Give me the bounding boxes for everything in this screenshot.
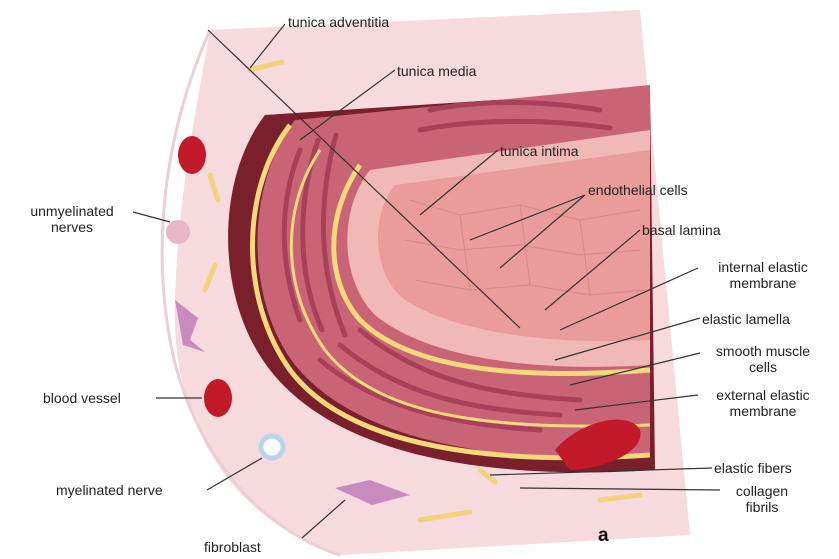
label-internal-elastic-line1: internal elastic <box>700 259 826 275</box>
label-unmyelinated-line1: unmyelinated <box>8 203 136 219</box>
label-basal-lamina: basal lamina <box>642 222 721 238</box>
label-fibroblast: fibroblast <box>204 539 261 555</box>
label-endothelial-cells: endothelial cells <box>588 182 688 198</box>
unmyelinated-nerve-shape <box>166 220 190 244</box>
label-tunica-adventitia: tunica adventitia <box>288 14 389 30</box>
label-external-elastic-line2: membrane <box>700 403 826 419</box>
label-collagen-line1: collagen <box>722 483 802 499</box>
label-blood-vessel: blood vessel <box>43 390 121 406</box>
label-tunica-media: tunica media <box>397 63 476 79</box>
label-tunica-intima: tunica intima <box>500 143 579 159</box>
label-unmyelinated-nerves: unmyelinated nerves <box>8 203 136 235</box>
myelinated-nerve-shape <box>261 436 283 458</box>
label-external-elastic-membrane: external elastic membrane <box>700 387 826 419</box>
label-elastic-fibers: elastic fibers <box>714 460 792 476</box>
label-elastic-lamella: elastic lamella <box>702 311 790 327</box>
label-collagen-line2: fibrils <box>722 499 802 515</box>
label-unmyelinated-line2: nerves <box>8 219 136 235</box>
label-internal-elastic-line2: membrane <box>700 275 826 291</box>
label-external-elastic-line1: external elastic <box>700 387 826 403</box>
blood-vessel-cell <box>204 379 232 417</box>
label-internal-elastic-membrane: internal elastic membrane <box>700 259 826 291</box>
panel-letter: a <box>598 525 609 547</box>
label-smooth-muscle-cells: smooth muscle cells <box>700 343 826 375</box>
label-myelinated-nerve: myelinated nerve <box>56 482 163 498</box>
label-smooth-muscle-line1: smooth muscle <box>700 343 826 359</box>
label-collagen-fibrils: collagen fibrils <box>722 483 802 515</box>
label-smooth-muscle-line2: cells <box>700 359 826 375</box>
blood-cell-upper <box>178 136 206 174</box>
